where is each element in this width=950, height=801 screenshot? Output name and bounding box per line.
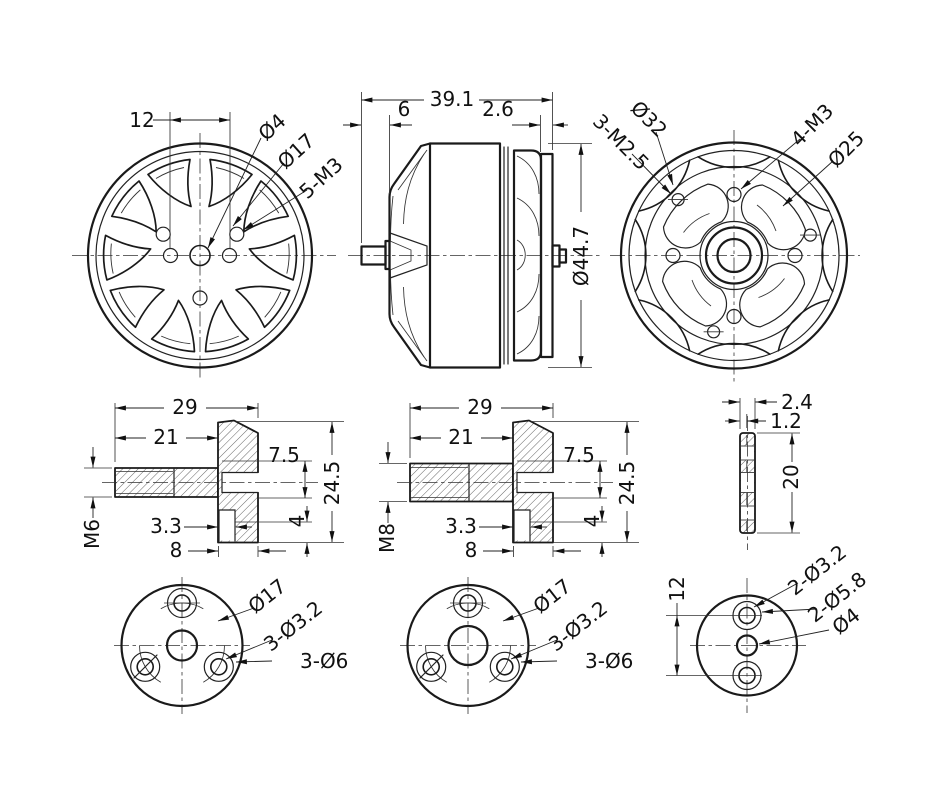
leader-cbores bbox=[235, 659, 273, 665]
dim-circle32-label: Ø32 bbox=[626, 96, 672, 142]
bearing-boss bbox=[704, 226, 764, 285]
leader-holes bbox=[510, 639, 558, 660]
cbore-outline bbox=[218, 509, 236, 542]
leader-bolt-circle-outer bbox=[655, 131, 674, 186]
leader-bolt-circle bbox=[502, 607, 540, 622]
adapter-m6-section: 29 21 M6 7.5 24.5 3.3 4 8 bbox=[80, 395, 344, 562]
dim-circle25-label: Ø25 bbox=[823, 126, 869, 172]
dim-bolt-circle-label: Ø17 bbox=[243, 574, 290, 618]
shim-side-section: 2.4 1.2 20 bbox=[722, 390, 813, 550]
dim-pitch-label: 12 bbox=[129, 108, 154, 132]
bell-front-view: 12 Ø4 Ø17 5-M3 bbox=[72, 108, 348, 380]
leader-mount-holes bbox=[242, 189, 308, 231]
mount-hole-top bbox=[450, 587, 486, 619]
center-hole bbox=[447, 624, 489, 667]
shim-front-view: 12 2-Ø3.2 2-Ø5.8 Ø4 bbox=[665, 540, 871, 713]
dim-shaft-len-label: 21 bbox=[153, 425, 178, 449]
dim-flange-dia-label: 24.5 bbox=[615, 461, 639, 506]
center-hole-band bbox=[741, 473, 754, 492]
dim-cbores-label: 3-Ø6 bbox=[585, 649, 633, 673]
leader-holes bbox=[225, 639, 273, 660]
dim-shaft-dia-label: Ø4 bbox=[253, 109, 290, 146]
cbore-cutout bbox=[219, 510, 235, 541]
flange-m8-view: Ø17 3-Ø3.2 3-Ø6 bbox=[400, 574, 633, 714]
dim-cbores-label: 3-Ø6 bbox=[300, 649, 348, 673]
dim-thread-label: M8 bbox=[375, 523, 399, 553]
rim-scallops bbox=[634, 156, 834, 355]
cbore-cutout bbox=[514, 510, 530, 541]
cbore-outline bbox=[513, 509, 531, 542]
bell-inner-rim bbox=[95, 150, 305, 361]
dim-shaft-length-label: 6 bbox=[398, 97, 411, 121]
adapter-m8-section: 29 21 M8 7.5 24.5 3.3 4 8 bbox=[375, 395, 639, 562]
bell-contours bbox=[389, 149, 428, 362]
shim-outline bbox=[695, 594, 799, 697]
bell-profile bbox=[388, 142, 432, 369]
dim-step-label: 1.2 bbox=[770, 409, 802, 433]
shaft-hole bbox=[189, 244, 211, 267]
m3-holes bbox=[665, 186, 803, 325]
dim-overall-label: 29 bbox=[172, 395, 197, 419]
bore-outline bbox=[516, 471, 554, 494]
motor-back-view: Ø32 3-M2.5 4-M3 Ø25 bbox=[588, 96, 869, 382]
bearing-bore bbox=[716, 237, 752, 274]
dim-cbore-label: 4 bbox=[580, 515, 604, 528]
dim-flange-dia-label: 24.5 bbox=[320, 461, 344, 506]
back-outer-rim bbox=[619, 141, 849, 370]
dim-diameter-label: 20 bbox=[779, 464, 803, 489]
dim-cbore-label: 4 bbox=[285, 515, 309, 528]
dim-overall-length-label: 39.1 bbox=[430, 87, 475, 111]
mount-hole-lower-left bbox=[416, 651, 447, 682]
dim-hole-label: 3.3 bbox=[445, 514, 477, 538]
leader-shaft-dia bbox=[207, 137, 262, 249]
leader-center-hole bbox=[758, 629, 830, 645]
dim-shaft-len-label: 21 bbox=[448, 425, 473, 449]
back-plate-edge bbox=[644, 165, 824, 346]
stator-body bbox=[428, 142, 502, 369]
rear-fins bbox=[516, 155, 540, 355]
bell-outer-rim bbox=[86, 142, 314, 369]
dim-bolt-circle-label: Ø17 bbox=[528, 574, 575, 618]
mount-hole-top bbox=[164, 587, 200, 619]
dim-thread-label: M6 bbox=[80, 519, 104, 549]
leader-bolt-circle-inner bbox=[782, 160, 834, 207]
dim-hub-label: 7.5 bbox=[268, 443, 300, 467]
flange-outline bbox=[406, 583, 530, 708]
leader-cbores bbox=[520, 659, 558, 665]
m2-5-holes bbox=[668, 193, 820, 339]
dim-m3-label: 4-M3 bbox=[786, 99, 838, 151]
mount-hole-lower-right bbox=[489, 651, 520, 682]
motor-side-view: 39.1 6 2.6 Ø44.7 bbox=[343, 87, 600, 369]
dim-pitch-label: 12 bbox=[665, 576, 689, 601]
dim-hub-label: 7.5 bbox=[563, 443, 595, 467]
leader-bolt-circle bbox=[217, 607, 255, 622]
bearing-boss-outer bbox=[699, 220, 769, 291]
dim-rear-plate-label: 2.6 bbox=[482, 97, 514, 121]
leader-bolt-circle bbox=[232, 162, 285, 227]
leader-m3-holes bbox=[740, 138, 801, 190]
leader-cbores bbox=[761, 608, 818, 614]
flange-m6-view: Ø17 3-Ø3.2 3-Ø6 bbox=[114, 574, 348, 714]
dim-thickness-label: 2.4 bbox=[781, 390, 813, 414]
dim-overall-label: 29 bbox=[467, 395, 492, 419]
leader-holes bbox=[753, 582, 799, 608]
dim-flange-width-label: 8 bbox=[170, 538, 183, 562]
rear-shaft-nub bbox=[558, 248, 568, 264]
mount-hole-lower-right bbox=[203, 651, 234, 682]
bore-outline bbox=[221, 471, 259, 494]
leader-m25-holes bbox=[631, 153, 672, 195]
dim-flange-width-label: 8 bbox=[465, 538, 478, 562]
dim-hole-label: 3.3 bbox=[150, 514, 182, 538]
center-hole bbox=[735, 634, 759, 657]
dim-body-dia-label: Ø44.7 bbox=[569, 226, 593, 286]
flange-outline bbox=[120, 583, 244, 708]
center-hole bbox=[165, 629, 199, 662]
back-inner-rim bbox=[628, 149, 840, 362]
mount-hole-lower-left bbox=[130, 651, 161, 682]
